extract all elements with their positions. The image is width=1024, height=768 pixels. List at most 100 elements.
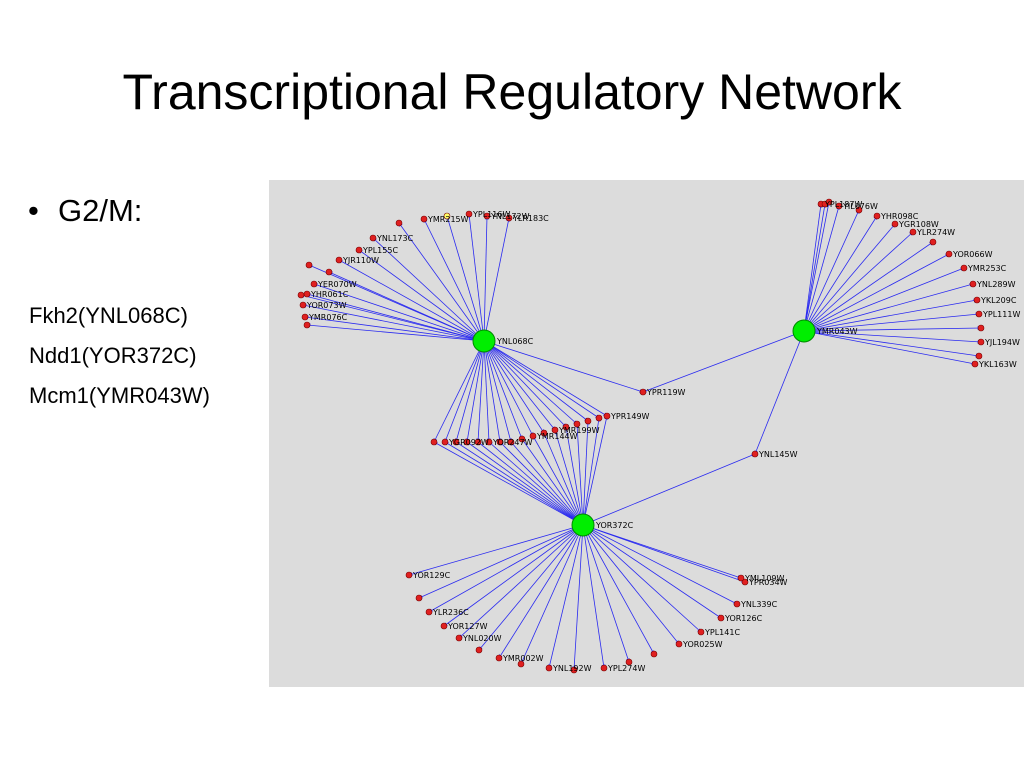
mcm1-target-9-node (969, 280, 977, 288)
fkh2-row-edge-9 (483, 340, 534, 437)
fkh2-row-edge-4 (476, 340, 485, 443)
ndd1-row-edge-4 (477, 441, 584, 526)
fkh2-edge-11 (306, 292, 485, 342)
ndd1-row-edge-13 (575, 423, 584, 526)
shared-row-target-5-label: YOR247W (492, 438, 533, 447)
shared-row-target-5-node (485, 438, 493, 446)
ndd1-target-17-label: YPR034W (748, 578, 788, 587)
shared-target-ypr149w-label: YPR149W (610, 412, 650, 421)
ndd1-row-edge-3 (466, 441, 584, 526)
mcm1-target-9-label: YNL289W (976, 280, 1016, 289)
fkh2-edge-3 (467, 213, 485, 342)
shared-ynl145w-edge-yor372c (582, 453, 756, 526)
bullet-text: G2/M: (58, 193, 143, 228)
shared-row-target-1-node (441, 438, 449, 446)
fkh2-target-8-label: YJR110W (342, 256, 379, 265)
ndd1-target-18-node (737, 574, 745, 582)
fkh2-row-edge-6 (483, 340, 502, 443)
fkh2-row-edge-5 (483, 340, 491, 443)
fkh2-target-12-label: YOR073W (306, 301, 347, 310)
ndd1-row-edge-2 (455, 441, 584, 526)
ndd1-target-9-node (570, 666, 578, 674)
fkh2-target-0-node (395, 219, 403, 227)
ndd1-edge-18 (582, 524, 742, 579)
mcm1-target-13-label: YJL194W (984, 338, 1020, 347)
ndd1-target-13-node (675, 640, 683, 648)
fkh2-target-6-label: YNL173C (376, 234, 414, 243)
ndd1-edge-16 (582, 524, 738, 605)
ndd1-edge-17 (582, 524, 746, 583)
fkh2-target-4-node (483, 212, 491, 220)
bullet-dot-icon: • (28, 193, 39, 228)
fkh2-target-7-label: YPL155C (362, 246, 398, 255)
shared-row-target-4-node (474, 438, 482, 446)
mcm1-edge-9 (803, 282, 974, 332)
mcm1-edge-14 (803, 330, 980, 358)
ndd1-row-edge-6 (499, 441, 584, 526)
fkh2-target-13-node (301, 313, 309, 321)
ndd1-row-edge-1 (444, 441, 584, 526)
ndd1-target-6-label: YMR002W (502, 654, 544, 663)
ndd1-row-edge-15 (582, 417, 601, 526)
ndd1-row-edge-5 (488, 441, 584, 526)
mcm1-target-8-label: YMR253C (967, 264, 1007, 273)
mcm1-target-5-label: YLR274W (916, 228, 955, 237)
mcm1-edge-16 (803, 203, 827, 332)
shared-target-ypr119w-label: YPR119W (646, 388, 686, 397)
mcm1-target-10-node (973, 296, 981, 304)
mcm1-target-0-label: YPL187W (824, 200, 862, 209)
ndd1-target-2-node (425, 608, 433, 616)
shared-row-target-1-label: YGR092W (448, 438, 489, 447)
ndd1-target-5-node (475, 646, 483, 654)
mcm1-target-12-node (977, 324, 985, 332)
ndd1-row-edge-0 (433, 441, 584, 526)
hub-ymr043w-label: YMR043W (816, 327, 858, 336)
ndd1-edge-11 (582, 524, 630, 663)
mcm1-target-11-label: YPL111W (982, 310, 1020, 319)
fkh2-target-3-label: YPL116W (472, 210, 510, 219)
mcm1-target-17-node (825, 198, 833, 206)
mcm1-edge-7 (803, 253, 950, 332)
fkh2-row-edge-10 (483, 340, 545, 434)
mcm1-target-4-label: YGR108W (898, 220, 939, 229)
fkh2-target-10-node (310, 280, 318, 288)
network-diagram: YMR215WYPL116WYNL172WYLR183CYNL173CYPL15… (297, 198, 1020, 674)
ndd1-row-edge-9 (532, 435, 584, 526)
fkh2-row-edge-11 (483, 340, 556, 431)
fkh2-target-16-node (305, 261, 313, 269)
mcm1-edge-8 (803, 267, 965, 332)
shared-ynl145w-edge-ymr043w (754, 330, 805, 455)
ndd1-target-16-node (733, 600, 741, 608)
ndd1-target-13-label: YOR025W (682, 640, 723, 649)
fkh2-row-edge-7 (483, 340, 513, 443)
fkh2-target-6-node (369, 234, 377, 242)
shared-row-target-0-node (430, 438, 438, 446)
fkh2-target-3-node (465, 210, 473, 218)
shared-row-target-3-node (463, 438, 471, 446)
ndd1-row-edge-8 (521, 438, 584, 526)
slide-title: Transcriptional Regulatory Network (122, 64, 902, 120)
fkh2-edge-0 (398, 222, 485, 342)
mcm1-edge-5 (803, 231, 914, 332)
ndd1-edge-15 (582, 524, 722, 619)
ndd1-target-11-node (625, 658, 633, 666)
fkh2-edge-10 (313, 283, 485, 342)
fkh2-target-13-label: YMR076C (308, 313, 348, 322)
shared-row-target-9-label: YMR144W (536, 432, 578, 441)
hub-ymr043w-node (792, 319, 816, 343)
mcm1-target-13-node (977, 338, 985, 346)
ndd1-row-edge-11 (554, 429, 584, 526)
mcm1-target-1-node (835, 202, 843, 210)
ndd1-row-edge-10 (543, 432, 584, 526)
ndd1-target-8-label: YNL192W (552, 664, 592, 673)
shared-ypr149w-edge-ynl068c (483, 340, 608, 417)
ndd1-target-18-label: YML109W (744, 574, 785, 583)
mcm1-target-15-node (971, 360, 979, 368)
shared-row-target-12-node (562, 423, 570, 431)
fkh2-row-edge-8 (483, 340, 523, 440)
fkh2-edge-5 (483, 217, 511, 342)
fkh2-target-7-node (355, 246, 363, 254)
fkh2-target-15-node (297, 291, 305, 299)
ndd1-target-4-label: YNL020W (462, 634, 502, 643)
